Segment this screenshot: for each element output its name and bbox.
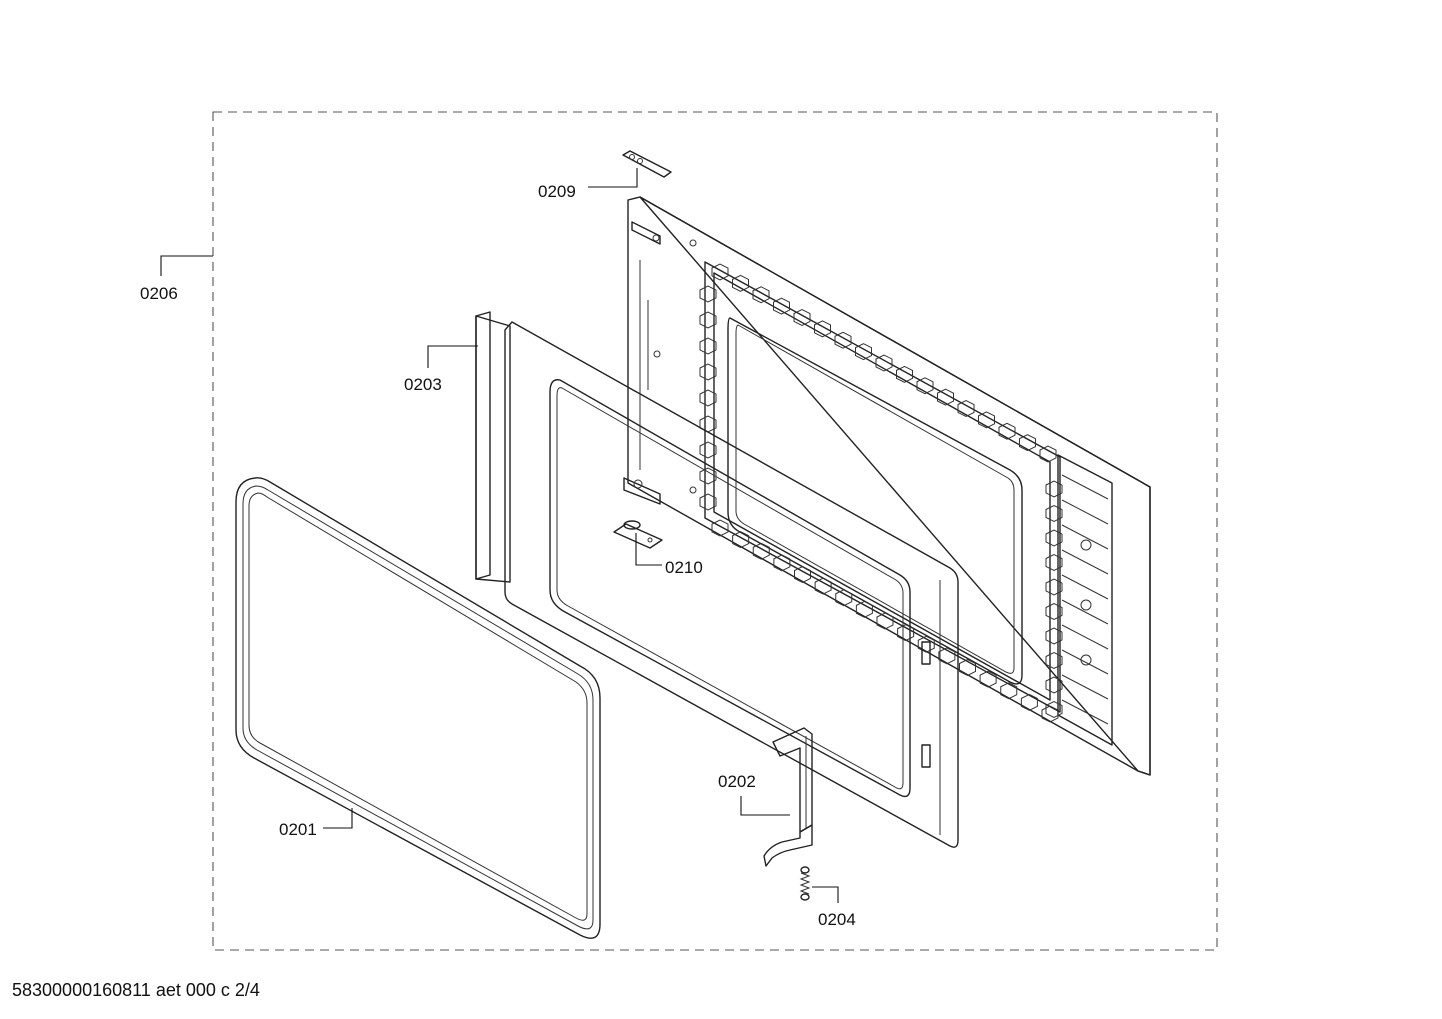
bracket-part-0210 (613, 520, 663, 549)
leader-0203 (427, 345, 478, 368)
label-0202: 0202 (718, 772, 756, 791)
choke-teeth-bottom (711, 519, 1059, 723)
label-0203: 0203 (404, 375, 442, 394)
document-footer-code: 58300000160811 aet 000 c 2/4 (12, 980, 260, 1000)
label-0204: 0204 (818, 910, 856, 929)
assembly-boundary (212, 111, 1218, 951)
door-frame-assembly (623, 196, 1151, 776)
label-0210: 0210 (665, 558, 703, 577)
leader-0206 (160, 255, 213, 276)
label-0206: 0206 (140, 284, 178, 303)
glass-panel-0201 (235, 477, 601, 939)
spring-0204 (799, 866, 811, 901)
label-0209: 0209 (538, 182, 576, 201)
handle-lever-0202 (763, 727, 813, 867)
leader-0204 (812, 886, 839, 903)
leader-0202 (740, 796, 790, 816)
latch-part-0209 (622, 150, 672, 178)
leader-0209 (588, 168, 638, 188)
leader-0210 (635, 533, 662, 566)
side-rails (1045, 474, 1109, 725)
door-panel-0203 (475, 311, 959, 848)
leader-0201 (323, 808, 353, 829)
label-0201: 0201 (279, 820, 317, 839)
choke-teeth-top (699, 263, 1057, 511)
